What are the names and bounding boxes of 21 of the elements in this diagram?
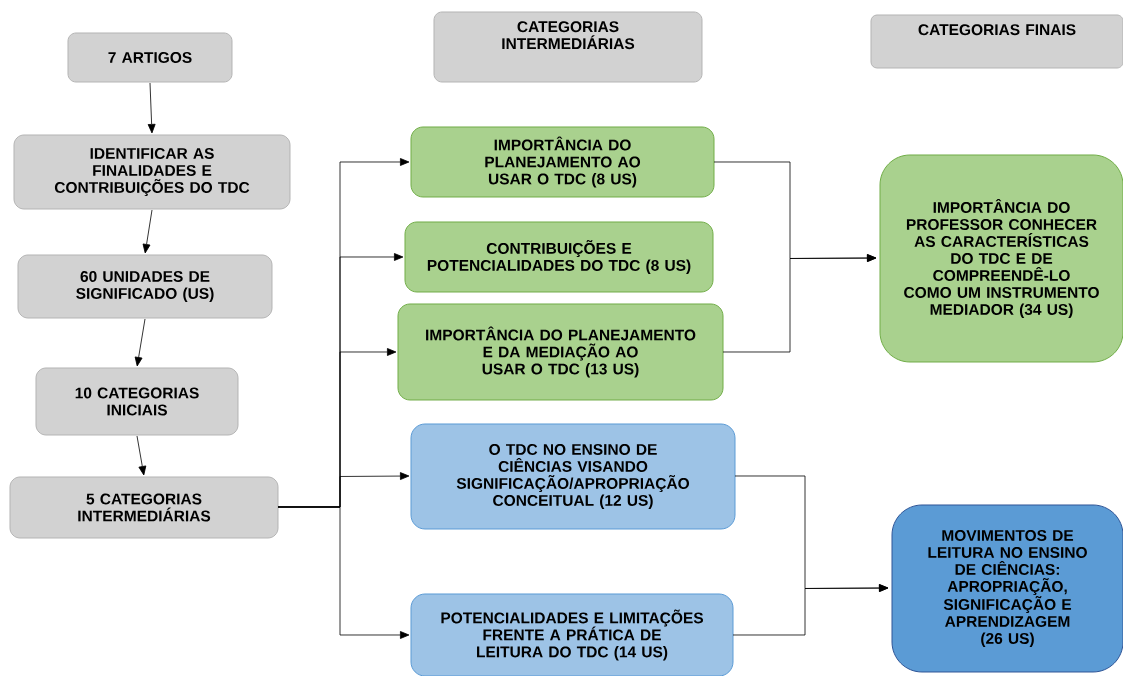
process-box: 5 CATEGORIAS INTERMEDIÁRIAS (9, 476, 279, 539)
category-box: CONTRIBUIÇÕES E POTENCIALIDADES DO TDC (8 US) (404, 221, 714, 293)
arrow (277, 506, 410, 639)
category-box: IMPORTÂNCIA DO PROFESSOR CONHECER AS CARACTERÍSTICAS DO TDC E DE COMPREENDÊ-LO COMO UM INSTRUMENTO MEDIADOR (34 US) (879, 154, 1123, 363)
header-box: CATEGORIAS FINAIS (870, 14, 1123, 69)
arrow (147, 82, 156, 134)
category-box: POTENCIALIDADES E LIMITAÇÕES FRENTE A PRÁTICA DE LEITURA DO TDC (14 US) (410, 593, 734, 676)
arrow (732, 584, 889, 636)
arrow (142, 209, 153, 254)
category-box: O TDC NO ENSINO DE CIÊNCIAS VISANDO SIGNIFICAÇÃO/APROPRIAÇÃO CONCEITUAL (12 US) (410, 423, 736, 530)
arrow (134, 318, 146, 367)
header-box: CATEGORIAS INTERMEDIÁRIAS (433, 11, 703, 83)
process-box: 7 ARTIGOS (67, 32, 233, 83)
process-box: 10 CATEGORIAS INICIAIS (35, 367, 239, 436)
category-box: IMPORTÂNCIA DO PLANEJAMENTO E DA MEDIAÇÃO AO USAR O TDC (13 US) (397, 303, 724, 401)
arrow (722, 254, 877, 353)
category-box: IMPORTÂNCIA DO PLANEJAMENTO AO USAR O TDC (8 US) (410, 126, 715, 198)
arrow (136, 435, 147, 476)
category-box: MOVIMENTOS DE LEITURA NO ENSINO DE CIÊNCIAS: APROPRIAÇÃO, SIGNIFICAÇÃO E APRENDIZAGEM (26 US) (891, 504, 1123, 673)
process-box: IDENTIFICAR AS FINALIDADES E CONTRIBUIÇÕES DO TDC (13, 134, 291, 210)
process-box: 60 UNIDADES DE SIGNIFICADO (US) (17, 254, 273, 319)
